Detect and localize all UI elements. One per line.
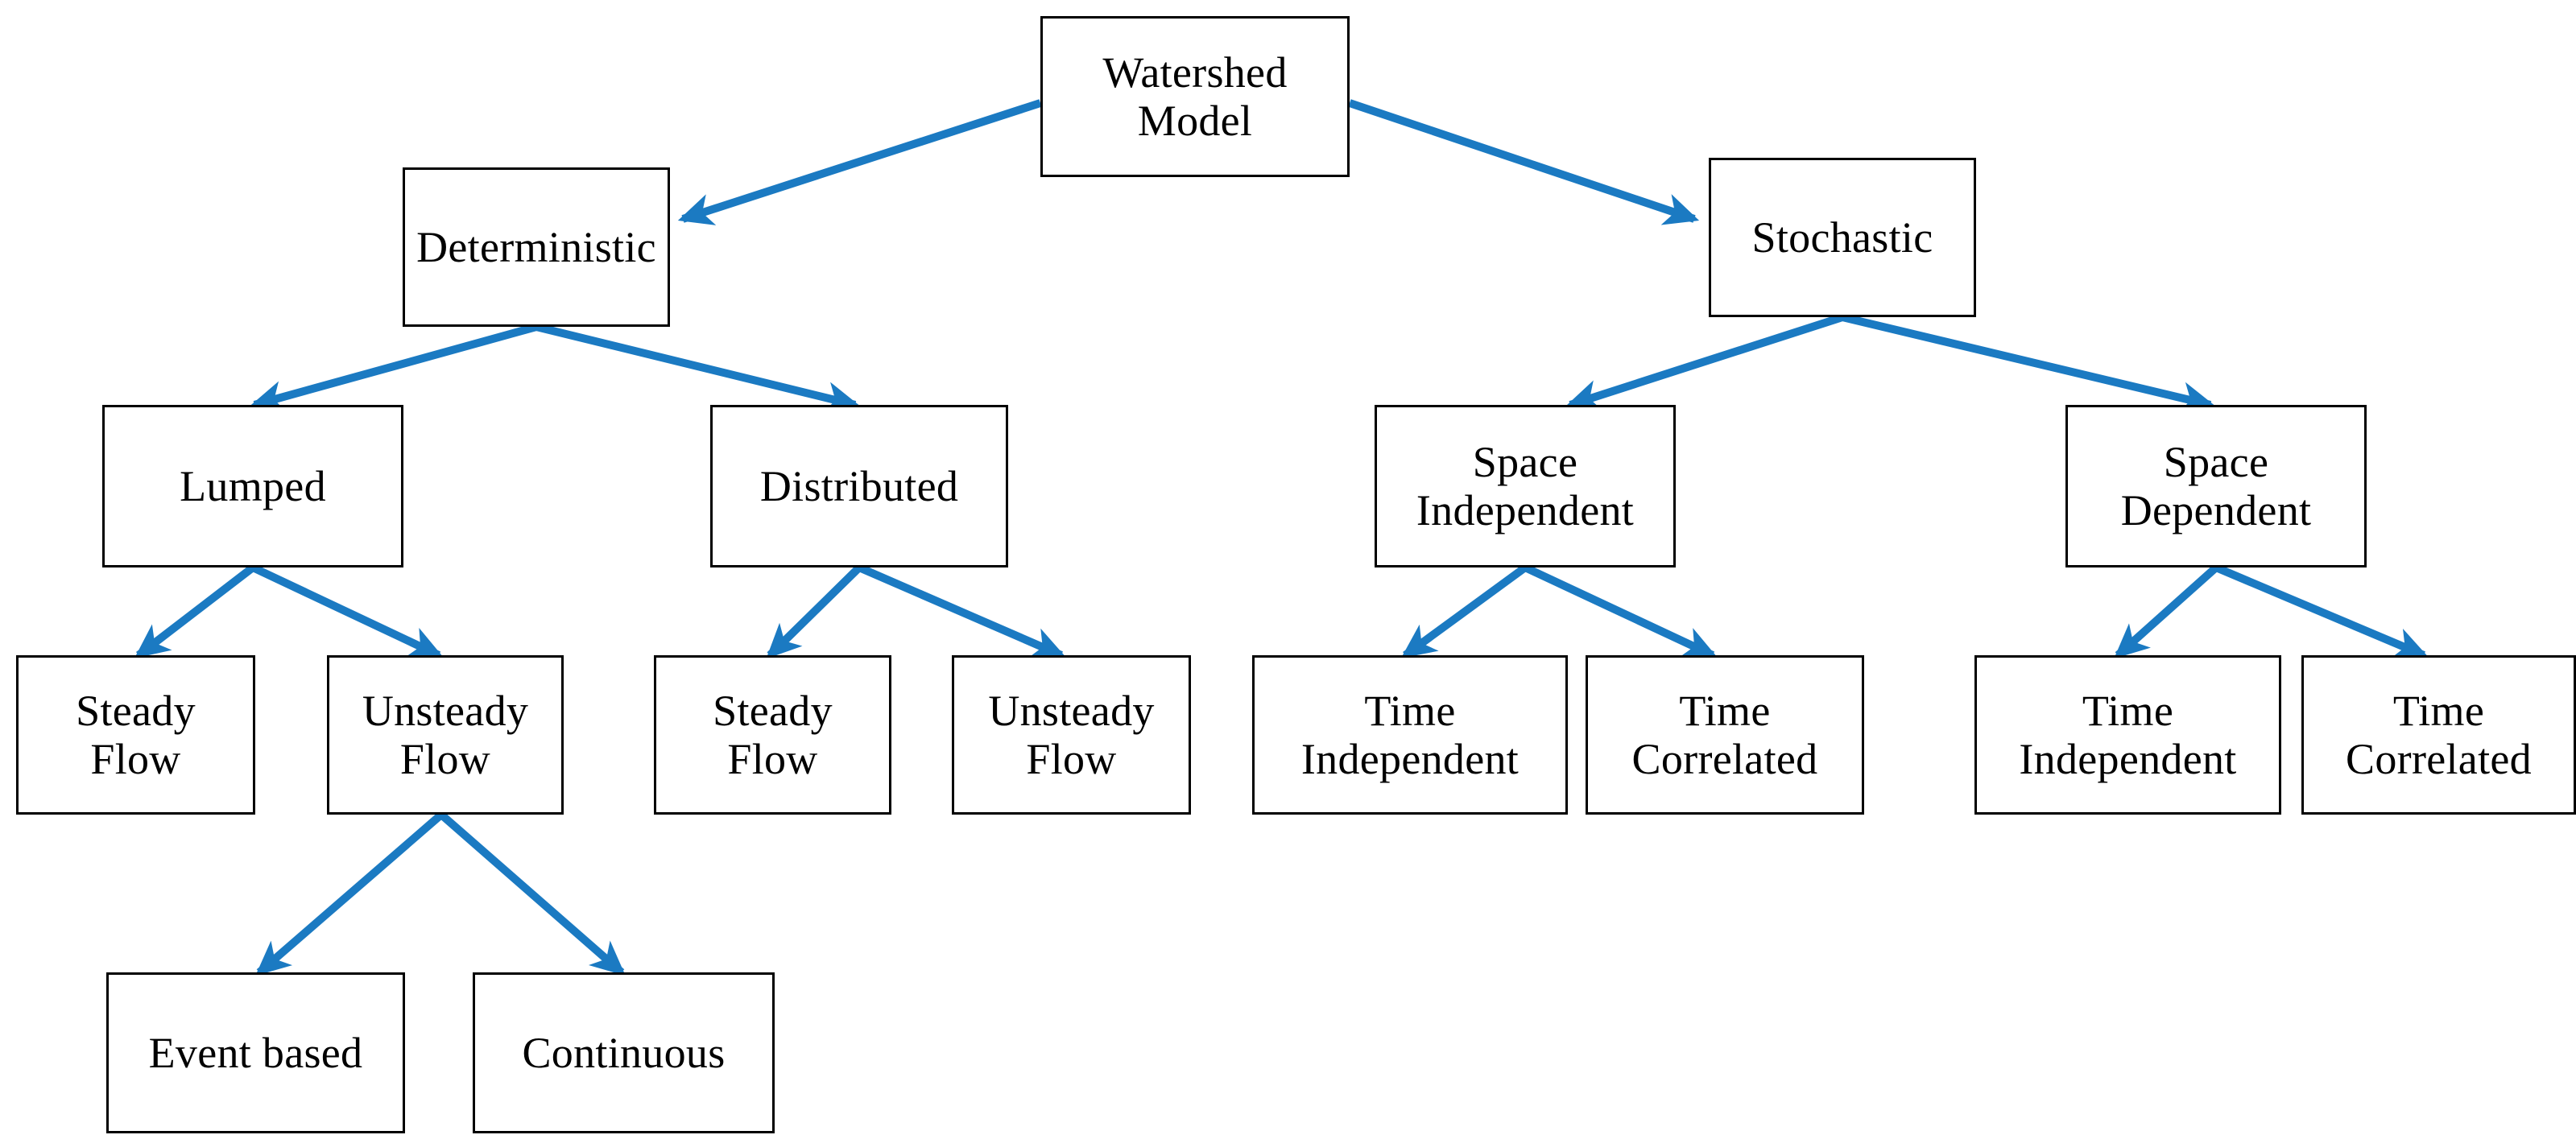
node-label: Watershed Model bbox=[1102, 47, 1288, 145]
node-time-correlated-si[interactable]: Time Correlated bbox=[1586, 655, 1864, 815]
node-label: Steady Flow bbox=[713, 686, 833, 783]
node-unsteady-flow-lumped[interactable]: Unsteady Flow bbox=[327, 655, 564, 815]
node-distributed[interactable]: Distributed bbox=[710, 405, 1008, 567]
edge-distributed-to-steady-flow-dist bbox=[766, 564, 862, 659]
node-label: Steady Flow bbox=[76, 686, 196, 783]
node-label: Continuous bbox=[522, 1028, 726, 1077]
node-label: Deterministic bbox=[416, 222, 656, 271]
edge-watershed-model-to-stochastic bbox=[1348, 99, 1700, 225]
edge-unsteady-flow-lumped-to-continuous bbox=[438, 811, 626, 976]
node-label: Time Independent bbox=[1300, 686, 1520, 783]
edge-unsteady-flow-lumped-to-event-based bbox=[255, 811, 444, 976]
node-lumped[interactable]: Lumped bbox=[102, 405, 403, 567]
node-label: Space Dependent bbox=[2120, 437, 2312, 534]
edge-stochastic-to-space-dependent bbox=[1841, 313, 2216, 415]
edge-lumped-to-steady-flow-lumped bbox=[134, 564, 256, 658]
node-time-correlated-sd[interactable]: Time Correlated bbox=[2301, 655, 2576, 815]
node-space-dependent[interactable]: Space Dependent bbox=[2065, 405, 2367, 567]
node-steady-flow-dist[interactable]: Steady Flow bbox=[654, 655, 891, 815]
edge-space-independent-to-time-correlated-si bbox=[1523, 563, 1718, 659]
node-label: Time Correlated bbox=[2346, 686, 2532, 783]
node-label: Space Independent bbox=[1416, 437, 1635, 534]
edge-space-independent-to-time-independent-si bbox=[1400, 563, 1528, 659]
node-time-independent-si[interactable]: Time Independent bbox=[1252, 655, 1568, 815]
edge-watershed-model-to-deterministic bbox=[677, 99, 1042, 225]
edge-space-dependent-to-time-independent-sd bbox=[2114, 564, 2219, 659]
node-unsteady-flow-dist[interactable]: Unsteady Flow bbox=[952, 655, 1191, 815]
node-label: Event based bbox=[148, 1028, 363, 1077]
edge-space-dependent-to-time-correlated-sd bbox=[2214, 563, 2429, 659]
node-label: Time Correlated bbox=[1631, 686, 1818, 783]
node-continuous[interactable]: Continuous bbox=[473, 972, 775, 1133]
node-steady-flow-lumped[interactable]: Steady Flow bbox=[16, 655, 255, 815]
node-label: Unsteady Flow bbox=[362, 686, 529, 783]
node-deterministic[interactable]: Deterministic bbox=[403, 167, 670, 327]
node-time-independent-sd[interactable]: Time Independent bbox=[1974, 655, 2281, 815]
node-event-based[interactable]: Event based bbox=[106, 972, 405, 1133]
edge-lumped-to-unsteady-flow-lumped bbox=[250, 563, 444, 659]
edge-deterministic-to-distributed bbox=[535, 323, 861, 414]
edge-deterministic-to-lumped bbox=[249, 323, 538, 413]
node-label: Distributed bbox=[759, 461, 959, 510]
node-watershed-model[interactable]: Watershed Model bbox=[1040, 16, 1350, 177]
node-stochastic[interactable]: Stochastic bbox=[1709, 158, 1976, 317]
node-label: Time Independent bbox=[2019, 686, 2237, 783]
node-label: Unsteady Flow bbox=[988, 686, 1155, 783]
node-label: Stochastic bbox=[1751, 213, 1933, 262]
node-label: Lumped bbox=[180, 461, 326, 510]
node-space-independent[interactable]: Space Independent bbox=[1375, 405, 1676, 567]
edge-stochastic-to-space-independent bbox=[1565, 313, 1844, 411]
edge-distributed-to-unsteady-flow-dist bbox=[858, 563, 1066, 659]
